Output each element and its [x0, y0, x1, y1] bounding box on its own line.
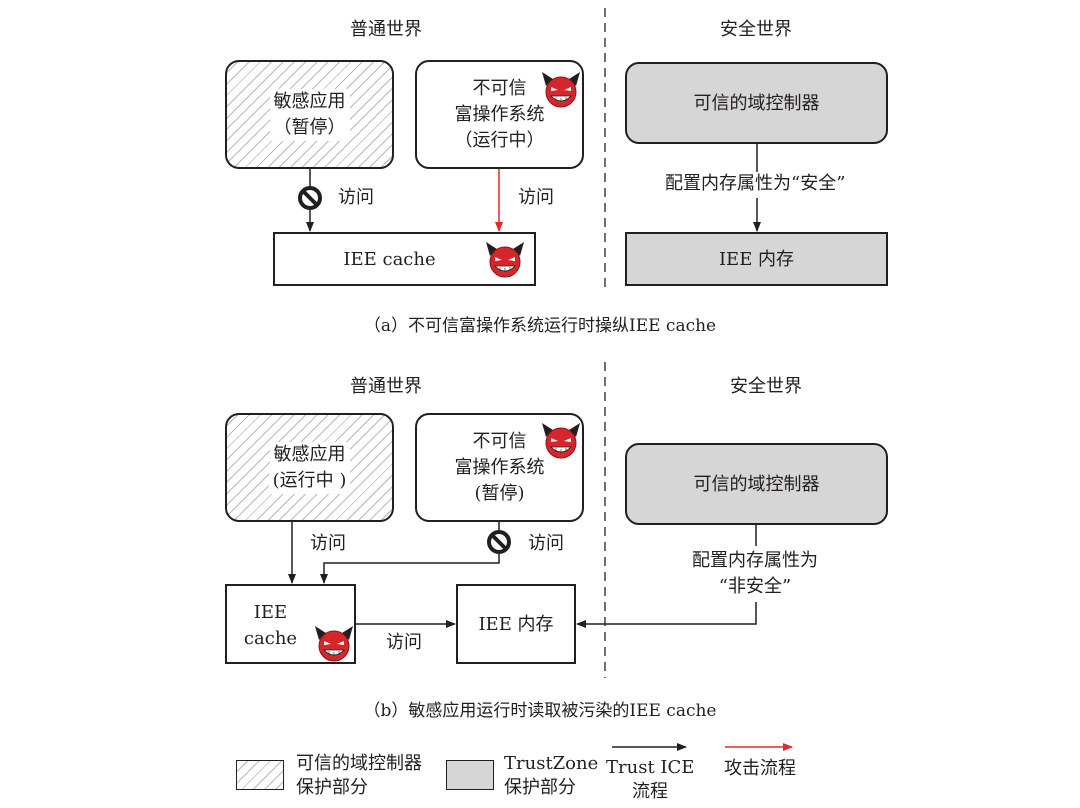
secure-world-label-a: 安全世界	[720, 19, 792, 40]
untrusted-os-line3-b: (暂停)	[474, 483, 525, 504]
access-left-label-b: 访问	[310, 533, 346, 554]
domain-controller-label-a: 可信的域控制器	[693, 93, 820, 114]
sensitive-app-box-a: 敏感应用 （暂停）	[225, 60, 394, 169]
config-line1-b-top: 配置内存属性为	[692, 550, 818, 571]
untrusted-os-line2-a: 富操作系统	[454, 104, 545, 125]
config-label-bg-b	[688, 546, 824, 602]
legend-hatched-text: 可信的域控制器 保护部分	[296, 752, 422, 800]
domain-controller-box-a: 可信的域控制器	[625, 62, 888, 144]
legend-hatched-line1: 可信的域控制器	[296, 753, 422, 774]
config-label-b-top: 配置内存属性为 “非安全”	[680, 548, 830, 600]
iee-memory-label-b: IEE 内存	[478, 614, 554, 635]
legend-attack-text: 攻击流程	[724, 758, 796, 779]
sensitive-app-state-a: （暂停）	[271, 115, 348, 141]
arrow-os-to-cache-b	[320, 522, 500, 584]
access-right-label-a: 访问	[518, 187, 554, 208]
legend-gray-swatch	[446, 760, 494, 790]
legend-hatched-swatch	[236, 760, 284, 790]
access-cache-label-b: 访问	[386, 632, 422, 653]
sensitive-app-box-b: 敏感应用 (运行中 )	[225, 413, 394, 522]
devil-icon	[541, 71, 581, 108]
legend-trust-line1: Trust ICE	[606, 757, 695, 778]
legend-trust-line2: 流程	[632, 781, 668, 802]
normal-world-label-b: 普通世界	[350, 376, 422, 397]
iee-cache-label-a: IEE cache	[343, 249, 436, 270]
prohibited-icon	[298, 186, 322, 210]
legend-gray-line2: 保护部分	[504, 777, 576, 798]
devil-icon	[314, 625, 354, 662]
caption-a: （a）不可信富操作系统运行时操纵IEE cache	[363, 316, 717, 336]
config-line2-b-top: “非安全”	[718, 576, 792, 597]
domain-controller-box-b: 可信的域控制器	[625, 443, 888, 525]
config-label-a-top: 配置内存属性为“安全”	[665, 173, 846, 194]
untrusted-os-line1-b: 不可信	[472, 431, 527, 452]
iee-memory-box-b: IEE 内存	[456, 584, 576, 664]
domain-controller-label-b: 可信的域控制器	[693, 474, 820, 495]
secure-world-label-b: 安全世界	[730, 376, 802, 397]
untrusted-os-line1-a: 不可信	[472, 78, 527, 99]
iee-cache-line1-b: IEE	[253, 602, 288, 623]
sensitive-app-title-b: 敏感应用	[271, 442, 348, 468]
untrusted-os-line2-b: 富操作系统	[454, 457, 545, 478]
sensitive-app-state-b: (运行中 )	[270, 468, 349, 494]
normal-world-label-a: 普通世界	[350, 19, 422, 40]
access-right-label-b: 访问	[528, 533, 564, 554]
legend-hatched-line2: 保护部分	[296, 777, 368, 798]
iee-memory-box-a: IEE 内存	[625, 232, 888, 286]
devil-icon	[541, 422, 581, 459]
iee-cache-line2-b: cache	[243, 628, 298, 649]
access-left-label-a: 访问	[338, 187, 374, 208]
sensitive-app-title-a: 敏感应用	[271, 89, 348, 115]
legend-gray-text: TrustZone 保护部分	[504, 752, 598, 800]
legend-gray-line1: TrustZone	[504, 753, 599, 774]
legend-trust-text: Trust ICE 流程	[606, 756, 694, 804]
caption-b: （b）敏感应用运行时读取被污染的IEE cache	[363, 701, 717, 721]
prohibited-icon	[487, 530, 511, 554]
iee-memory-label-a: IEE 内存	[718, 249, 795, 270]
config-label-bg-a	[660, 172, 860, 198]
untrusted-os-line3-a: （运行中）	[454, 130, 545, 151]
devil-icon	[485, 241, 525, 278]
